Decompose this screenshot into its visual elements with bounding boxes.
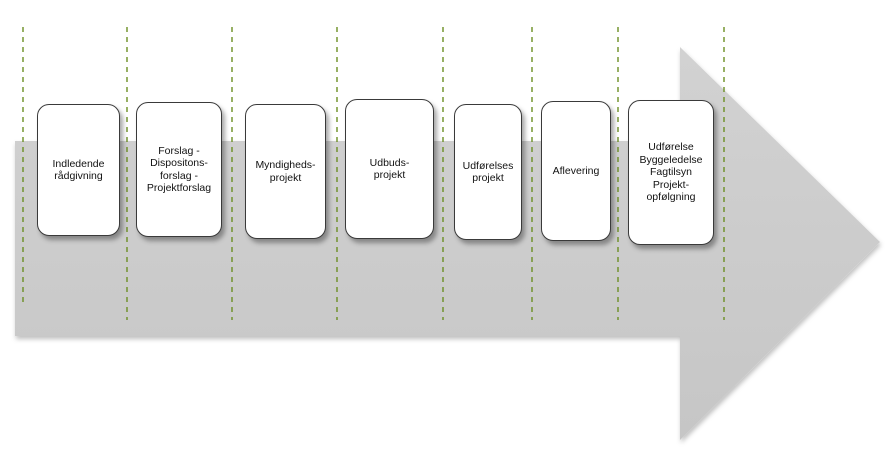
phase-box-indledende-raadgivning: Indledende rådgivning <box>37 104 120 236</box>
phase-label: Udførelses projekt <box>462 159 514 185</box>
phase-label: Indledende rådgivning <box>52 157 105 183</box>
phase-label: Udbuds- projekt <box>369 156 410 182</box>
phase-box-udbudsprojekt: Udbuds- projekt <box>345 99 434 239</box>
phase-box-aflevering: Aflevering <box>541 101 611 241</box>
phase-dividers <box>22 27 725 320</box>
phase-label: Aflevering <box>552 164 600 177</box>
phase-box-forslag: Forslag - Dispositons- forslag - Projekt… <box>136 102 222 237</box>
phase-label: Udførelse Byggeledelse Fagtilsyn Projekt… <box>639 141 703 204</box>
phase-box-udfoerelsesprojekt: Udførelses projekt <box>454 104 522 240</box>
phase-label: Forslag - Dispositons- forslag - Projekt… <box>146 144 212 195</box>
phase-label: Myndigheds- projekt <box>255 159 316 184</box>
phase-box-myndighedsprojekt: Myndigheds- projekt <box>245 104 326 239</box>
phase-box-udfoerelse: Udførelse Byggeledelse Fagtilsyn Projekt… <box>628 100 714 245</box>
